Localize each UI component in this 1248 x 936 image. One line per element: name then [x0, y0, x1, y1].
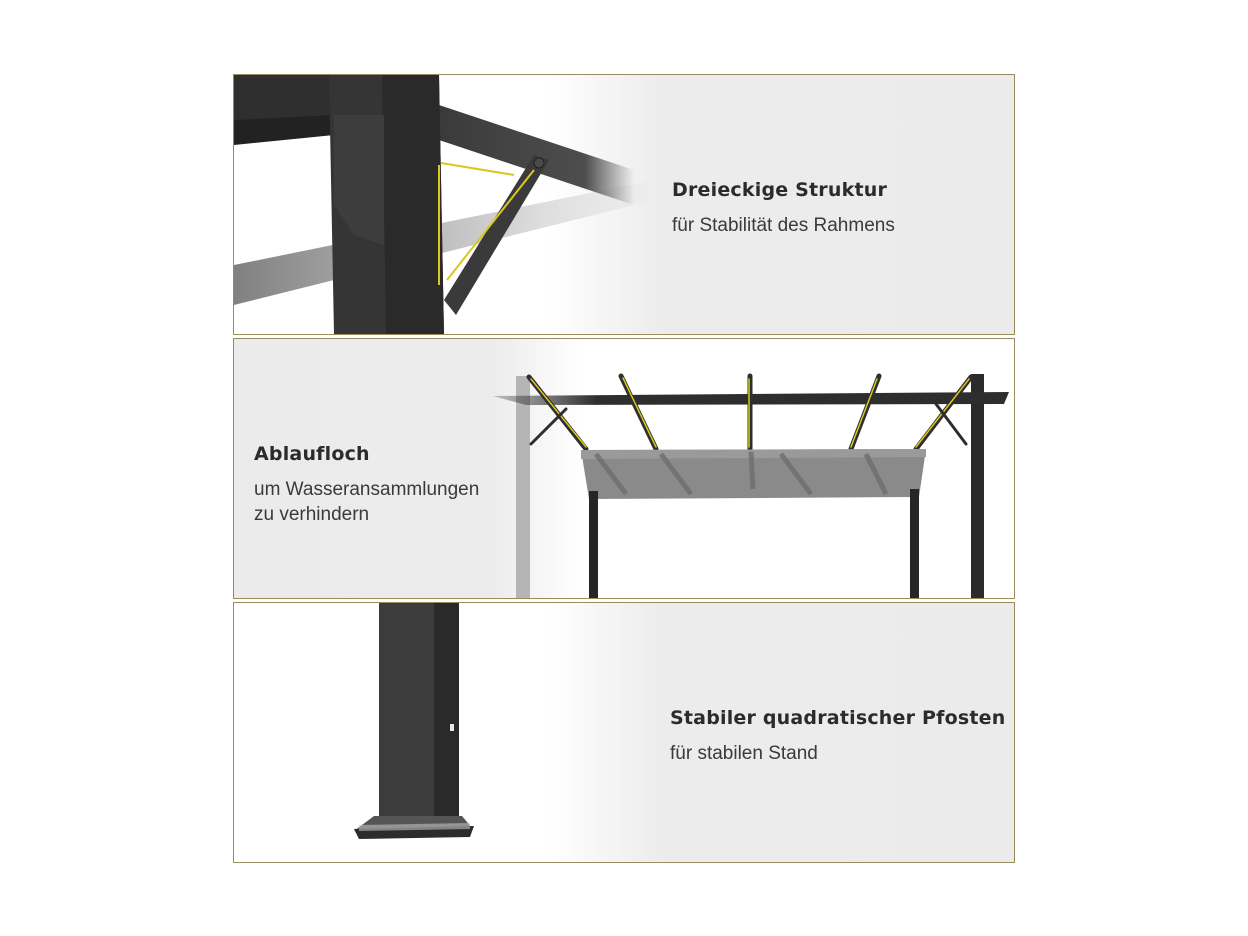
feature-title: Dreieckige Struktur	[672, 179, 888, 201]
feature-subtitle: für Stabilität des Rahmens	[672, 213, 895, 238]
feature-panel-square-post: Stabiler quadratischer Pfosten für stabi…	[233, 602, 1015, 863]
feature-subtitle-line: für Stabilität des Rahmens	[672, 215, 895, 236]
feature-subtitle: um Wasseransammlungen zu verhindern	[254, 477, 479, 527]
pergola-canopy-image	[493, 373, 1009, 598]
feature-subtitle-line: für stabilen Stand	[670, 743, 818, 764]
feature-subtitle-line: zu verhindern	[254, 504, 370, 525]
caption-drain-hole: Ablaufloch um Wasseransammlungen zu verh…	[254, 443, 479, 527]
corner-bracket-image	[234, 75, 654, 334]
feature-subtitle-line: um Wasseransammlungen	[254, 479, 480, 500]
feature-panel-triangular-structure: Dreieckige Struktur für Stabilität des R…	[233, 74, 1015, 335]
feature-title: Ablaufloch	[254, 443, 370, 465]
feature-title: Stabiler quadratischer Pfosten	[670, 707, 1006, 729]
square-post-image	[354, 603, 474, 839]
caption-triangular-structure: Dreieckige Struktur für Stabilität des R…	[672, 179, 895, 238]
feature-panel-drain-hole: Ablaufloch um Wasseransammlungen zu verh…	[233, 338, 1015, 599]
caption-square-post: Stabiler quadratischer Pfosten für stabi…	[670, 707, 1005, 766]
feature-subtitle: für stabilen Stand	[670, 741, 1005, 766]
